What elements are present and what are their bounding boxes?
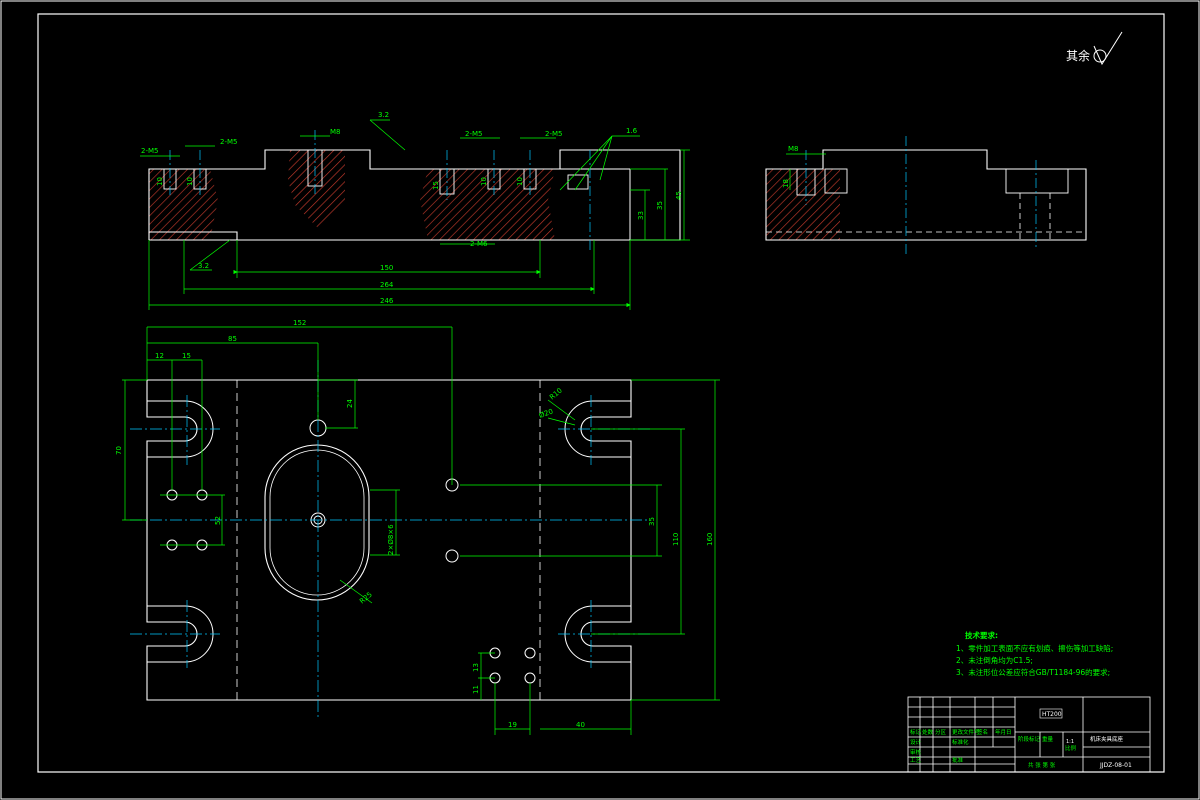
oval-label: 2×Ø8×6 bbox=[387, 524, 395, 555]
callout-mid-holes-a: 2-M5 bbox=[465, 130, 482, 138]
callout-bottom-thread: 2-M6 bbox=[470, 240, 488, 248]
height-15: 15 bbox=[432, 181, 440, 190]
dim-15: 15 bbox=[182, 352, 191, 360]
dim-13: 13 bbox=[472, 663, 480, 672]
oval-radius-label: R25 bbox=[358, 591, 374, 606]
roughness-symbol: 其余 bbox=[1066, 31, 1123, 66]
dim-35: 35 bbox=[648, 517, 656, 526]
title-block bbox=[907, 696, 1151, 773]
dim-152: 152 bbox=[293, 319, 306, 327]
height-45: 45 bbox=[675, 191, 683, 200]
height-10c: 10 bbox=[480, 177, 488, 186]
roughness-value-1: 3.2 bbox=[378, 111, 389, 119]
tb-cell-13: 批准 bbox=[952, 756, 964, 764]
tb-cell-11: 审核 bbox=[910, 748, 922, 756]
hatch-left bbox=[149, 169, 218, 240]
side-callout: M8 bbox=[788, 145, 799, 153]
tb-cell-14: 共 张 第 张 bbox=[1028, 761, 1056, 769]
front-section-view: 2-M5 2-M5 M8 2-M5 2-M5 2-M6 3.2 1.6 3.2 … bbox=[140, 111, 690, 310]
title-block-text: HT200 机床夹具底座 JJDZ-08-01 1:1 标记 处数 分区 更改文… bbox=[910, 708, 1132, 769]
callout-mid-holes-b: 2-M5 bbox=[545, 130, 562, 138]
height-10d: 10 bbox=[516, 177, 524, 186]
dim-19: 19 bbox=[508, 721, 517, 729]
width-264: 264 bbox=[380, 281, 394, 289]
roughness-value-2: 1.6 bbox=[626, 127, 638, 135]
dim-70: 70 bbox=[115, 446, 123, 455]
dim-40: 40 bbox=[576, 721, 585, 729]
callout-top-left: 2-M5 bbox=[141, 147, 158, 155]
drawing-name: 机床夹具底座 bbox=[1090, 735, 1124, 743]
dim-12: 12 bbox=[155, 352, 164, 360]
tech-item-1: 1、零件加工表面不应有划痕、擦伤等加工缺陷; bbox=[956, 643, 1113, 653]
dim-110: 110 bbox=[672, 533, 680, 546]
tb-cell-2: 分区 bbox=[935, 728, 947, 736]
tb-cell-12: 工艺 bbox=[910, 757, 922, 764]
slot-radius-label: R10 bbox=[548, 387, 564, 402]
callout-center-hole: M8 bbox=[330, 128, 341, 136]
svg-text:其余: 其余 bbox=[1066, 48, 1090, 63]
tech-title: 技术要求: bbox=[965, 630, 998, 640]
tb-cell-3: 更改文件号 bbox=[952, 728, 980, 736]
width-246: 246 bbox=[380, 297, 394, 305]
dim-160: 160 bbox=[706, 533, 714, 546]
dim-85: 85 bbox=[228, 335, 237, 343]
hatch-center bbox=[288, 150, 345, 230]
height-33: 33 bbox=[637, 211, 645, 220]
tb-cell-9: 重量 bbox=[1042, 735, 1054, 743]
width-150: 150 bbox=[380, 264, 393, 272]
tb-cell-8: 阶段标记 bbox=[1018, 735, 1041, 743]
tb-cell-5: 年月日 bbox=[995, 728, 1012, 736]
tech-requirements: 技术要求: 1、零件加工表面不应有划痕、擦伤等加工缺陷; 2、未注倒角均为C1.… bbox=[956, 630, 1113, 677]
dim-52: 52 bbox=[214, 516, 222, 525]
tb-cell-10: 比例 bbox=[1065, 744, 1077, 752]
roughness-value-3: 3.2 bbox=[198, 262, 209, 270]
callout-left-thread: 2-M5 bbox=[220, 138, 237, 146]
front-outline bbox=[148, 149, 681, 241]
height-10b: 10 bbox=[186, 177, 194, 186]
sheet-inner-frame bbox=[37, 13, 1165, 773]
tb-cell-0: 标记 bbox=[910, 728, 922, 736]
tech-item-2: 2、未注倒角均为C1.5; bbox=[956, 655, 1033, 665]
height-10a: 10 bbox=[156, 177, 164, 186]
tb-cell-7: 标准化 bbox=[952, 738, 969, 746]
dim-24: 24 bbox=[346, 399, 354, 408]
scale-cell: 1:1 bbox=[1066, 739, 1074, 745]
side-view: M8 18 bbox=[765, 136, 1087, 255]
plan-view: 152 85 12 15 70 24 52 35 110 160 13 11 1… bbox=[115, 319, 720, 735]
tb-cell-1: 处数 bbox=[922, 728, 934, 736]
tb-cell-6: 设计 bbox=[910, 738, 922, 746]
dim-11: 11 bbox=[472, 685, 480, 694]
drawing-code: JJDZ-08-01 bbox=[1099, 762, 1132, 769]
tb-cell-4: 签名 bbox=[977, 728, 988, 736]
material-cell: HT200 bbox=[1042, 711, 1062, 718]
tech-item-3: 3、未注形位公差应符合GB/T1184-96的要求; bbox=[956, 667, 1110, 677]
height-35: 35 bbox=[656, 201, 664, 210]
side-height: 18 bbox=[782, 179, 790, 188]
